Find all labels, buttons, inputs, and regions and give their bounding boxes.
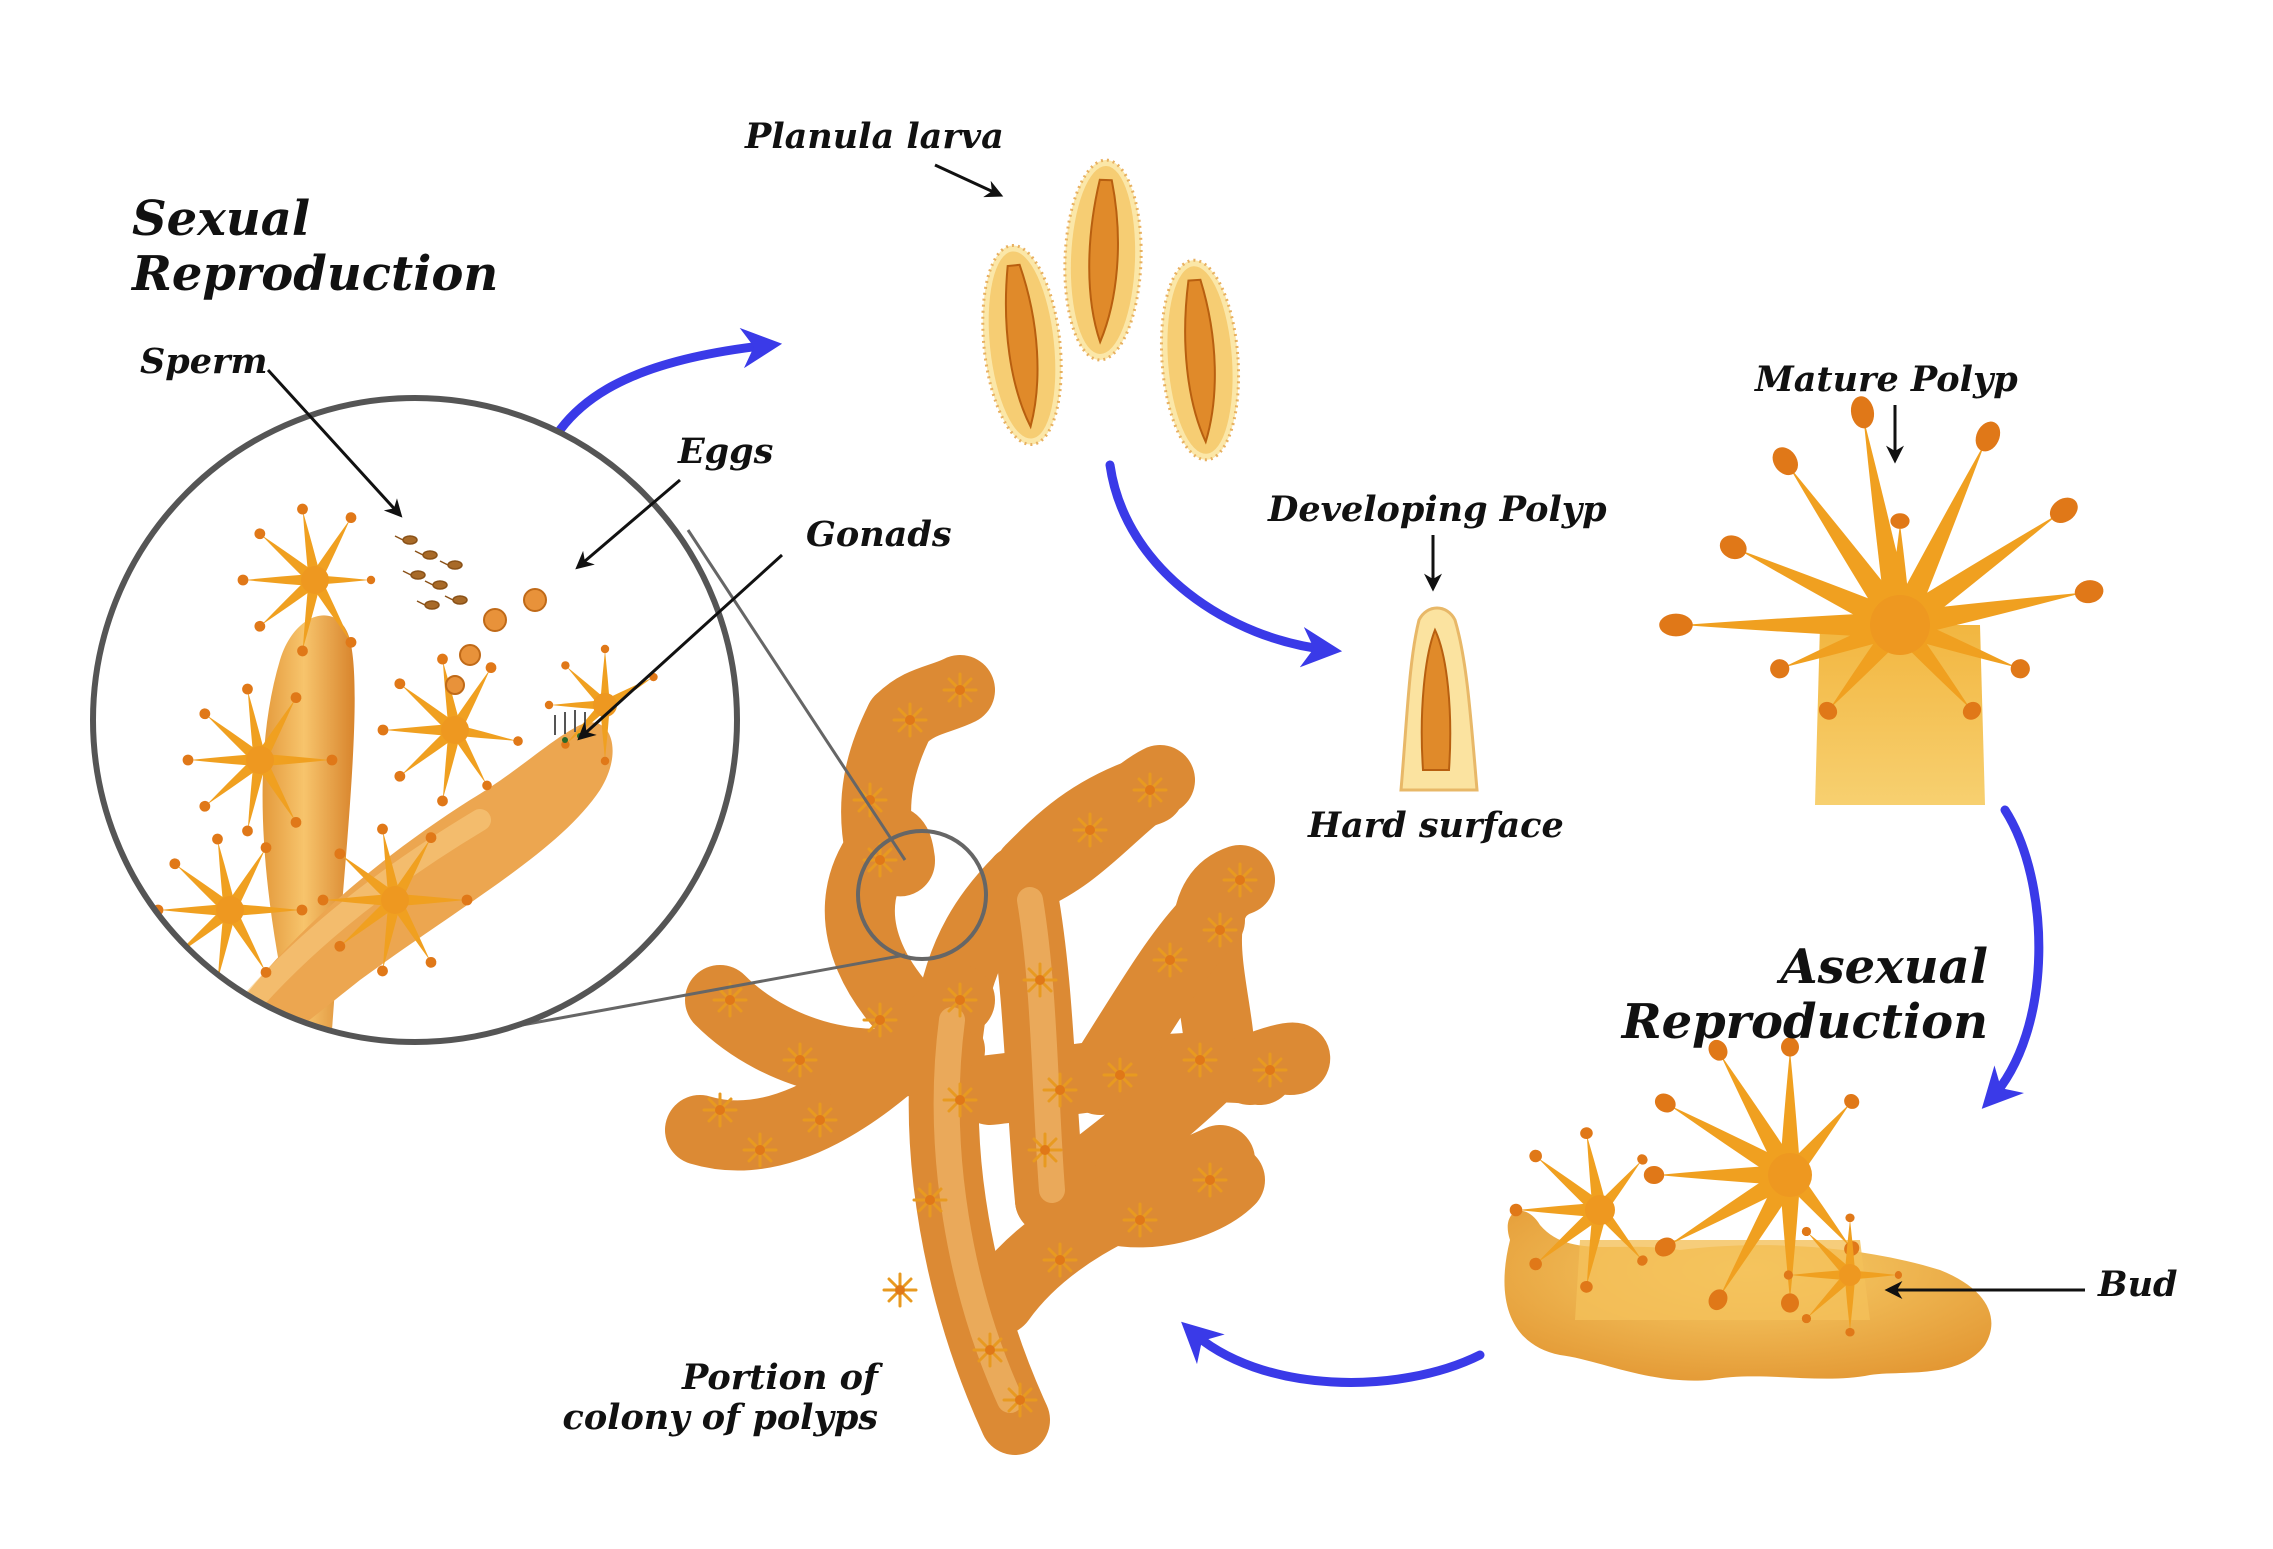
planula-larvae (981, 158, 1241, 462)
gonads-pointer (577, 553, 784, 741)
sexual-reproduction-title: Sexual Reproduction (132, 191, 499, 303)
mature-polyp-label: Mature Polyp (1755, 359, 2018, 400)
arrow-to-colony (1181, 1321, 1485, 1387)
magnified-lens (90, 395, 740, 1045)
arrow-to-budding (1981, 805, 2044, 1109)
mature-polyp (1659, 394, 2106, 805)
planula-pointer (934, 163, 1004, 198)
sexual-title-line1: Sexual (132, 191, 311, 247)
pointer-arrows (266, 163, 2085, 1299)
arrow-to-developing (1105, 460, 1343, 668)
eggs-pointer (575, 478, 681, 570)
planula-larva-label: Planula larva (745, 116, 1004, 157)
bud-label: Bud (2098, 1264, 2178, 1305)
hard-surface-label: Hard surface (1308, 805, 1564, 846)
asexual-title-line2: Reproduction (1621, 994, 1988, 1051)
developing-polyp (1399, 606, 1479, 792)
budding-polyp (1504, 1035, 1992, 1381)
eggs-label: Eggs (678, 431, 774, 472)
colony-label-line1: Portion of (681, 1357, 878, 1398)
developing-polyp-label: Developing Polyp (1268, 489, 1607, 530)
sexual-title-line2: Reproduction (132, 246, 499, 303)
colony-label: Portion of colony of polyps (562, 1357, 878, 1439)
coral-colony (665, 655, 1331, 1455)
zoom-target-circle (856, 829, 988, 961)
asexual-title-line1: Asexual (1780, 939, 1988, 995)
sperm-label: Sperm (140, 341, 268, 382)
sperm (394, 535, 468, 610)
gonads-label: Gonads (806, 514, 952, 555)
asexual-reproduction-title: Asexual Reproduction (1621, 939, 1988, 1051)
eggs (445, 588, 547, 695)
sperm-pointer (266, 368, 403, 518)
colony-label-line2: colony of polyps (562, 1397, 878, 1439)
